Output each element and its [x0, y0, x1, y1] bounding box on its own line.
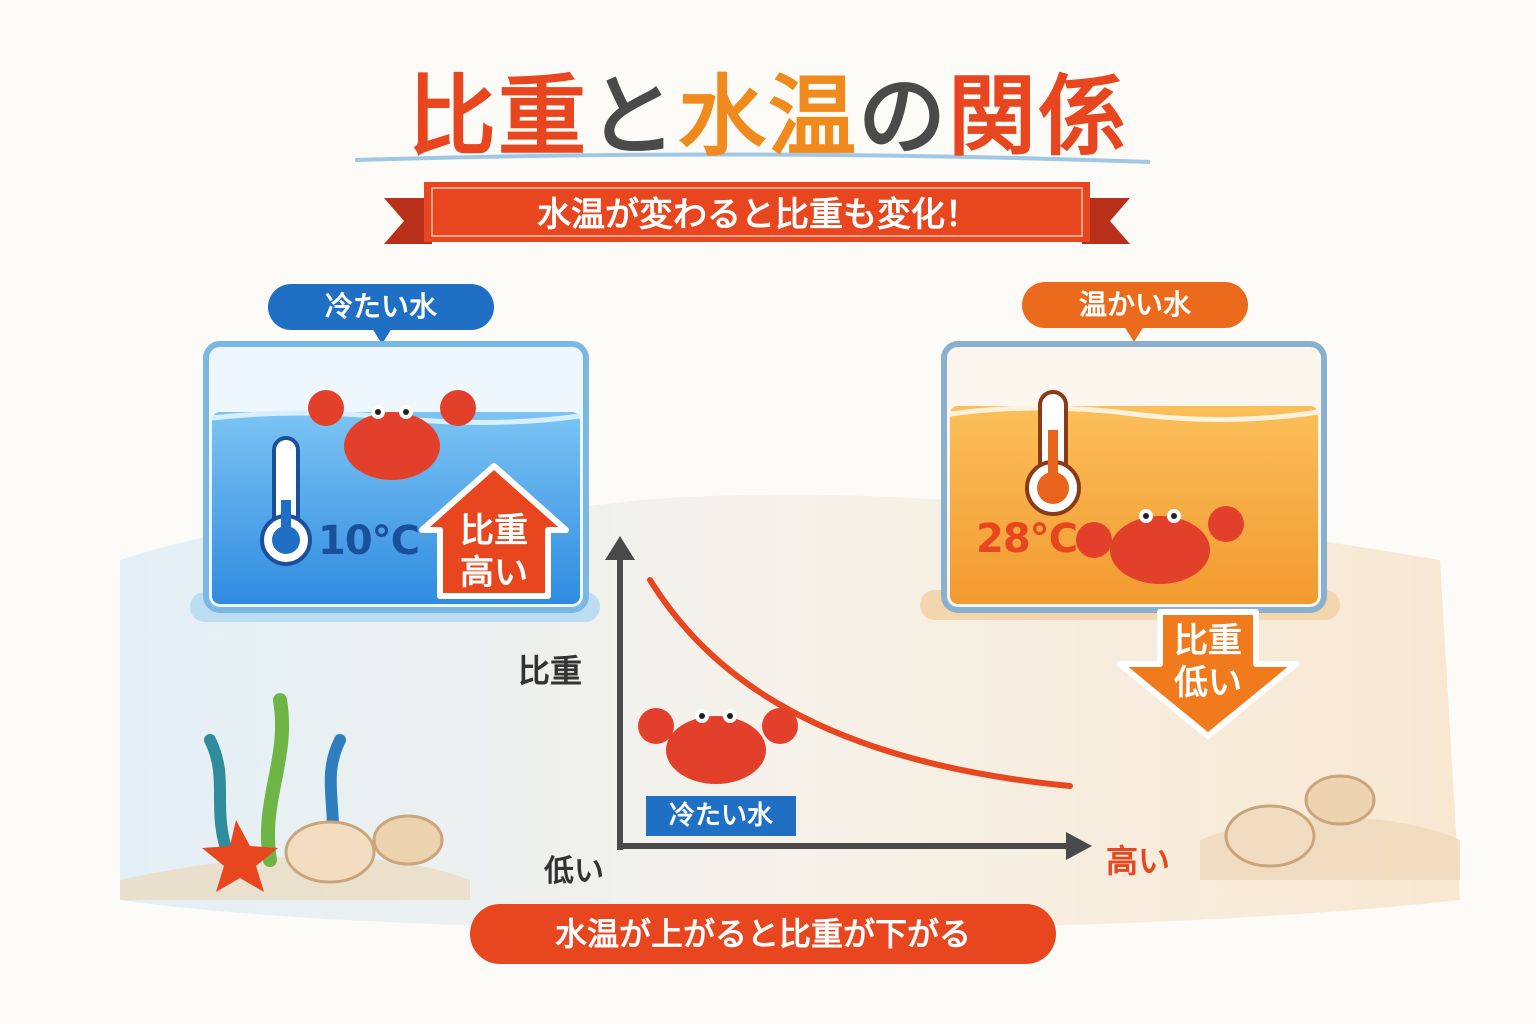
- cold-arrow-line2: 高い: [460, 553, 528, 593]
- warm-temperature: 28℃: [976, 516, 1078, 562]
- y-axis-label: 比重: [518, 652, 583, 690]
- conclusion-banner: 水温が上がると比重が下がる: [470, 904, 1056, 964]
- cold-water-label: 冷たい水: [268, 284, 494, 330]
- warm-gravity-low-label: 比重 低い: [1156, 620, 1260, 704]
- page-title: 比重と水温の関係: [0, 46, 1536, 173]
- subtitle-ribbon: 水温が変わると比重も変化！: [537, 195, 979, 235]
- x-axis-low-label: 低い: [544, 854, 604, 889]
- x-axis-high-label: 高い: [1106, 842, 1171, 880]
- cold-temperature: 10℃: [318, 518, 420, 564]
- cold-gravity-high-label: 比重 高い: [440, 510, 548, 594]
- cold-water-tag: 冷たい水: [646, 796, 796, 836]
- crab-icon: [308, 390, 476, 480]
- title-part-gravity: 比重: [407, 65, 588, 168]
- cold-arrow-line1: 比重: [460, 511, 528, 551]
- title-part-relation: 関係: [948, 65, 1129, 168]
- warm-arrow-line1: 比重: [1174, 621, 1242, 661]
- crab-icon: [1076, 506, 1244, 584]
- title-part-no: の: [858, 65, 949, 168]
- warm-arrow-line2: 低い: [1174, 663, 1242, 703]
- crab-icon: [638, 708, 798, 784]
- warm-water-label: 温かい水: [1022, 282, 1248, 328]
- title-part-temperature: 水温: [677, 65, 858, 168]
- title-part-to: と: [587, 65, 678, 168]
